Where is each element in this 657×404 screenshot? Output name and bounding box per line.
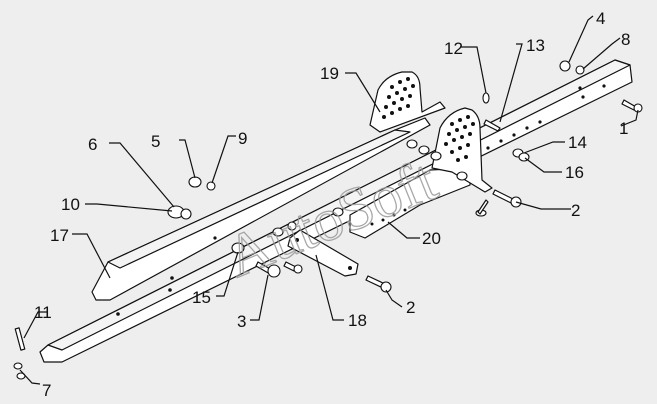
bracket-20 (349, 167, 471, 239)
leader-lines (19, 15, 639, 385)
callout-3: 3 (237, 312, 246, 331)
perforated-plate-19 (369, 71, 446, 133)
callout-13: 13 (526, 36, 545, 55)
callout-2b: 2 (406, 298, 415, 317)
callout-16: 16 (565, 163, 584, 182)
callout-17: 17 (50, 226, 69, 245)
fasteners (167, 60, 585, 254)
callout-6: 6 (88, 135, 97, 154)
callout-10: 10 (61, 195, 80, 214)
slide-rail-17 (91, 117, 431, 301)
bolts (13, 92, 643, 380)
callout-5: 5 (151, 132, 160, 151)
callout-4: 4 (596, 9, 605, 28)
callout-20: 20 (422, 229, 441, 248)
callout-8: 8 (621, 30, 630, 49)
callout-11: 11 (34, 303, 52, 322)
callout-19: 19 (320, 64, 339, 83)
callout-1: 1 (619, 119, 628, 138)
perforated-plate-rear (431, 107, 493, 193)
callout-15: 15 (192, 288, 211, 307)
callout-14: 14 (568, 133, 587, 152)
plate-18 (287, 229, 359, 277)
callout-2a: 2 (571, 201, 580, 220)
callout-18: 18 (348, 311, 367, 330)
callout-labels: 1 2 2 3 4 5 6 7 8 9 10 11 12 13 14 15 16… (34, 9, 630, 400)
callout-9: 9 (238, 129, 247, 148)
callout-12: 12 (444, 39, 463, 58)
callout-7: 7 (42, 381, 51, 400)
